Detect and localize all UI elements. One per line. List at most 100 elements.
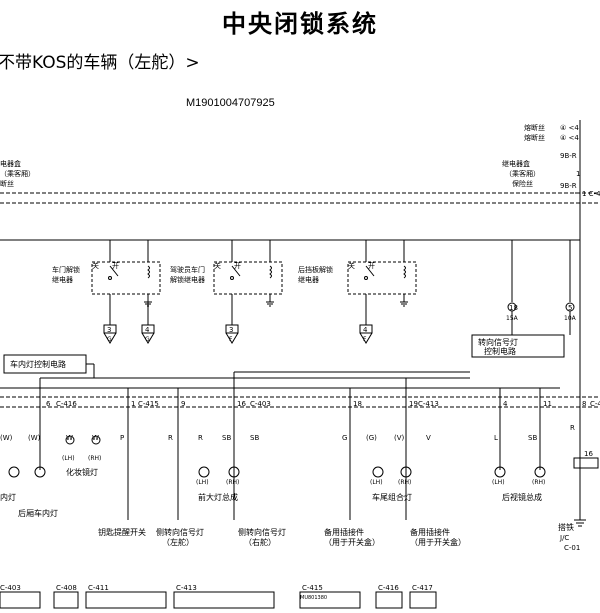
- pin-n19: 19: [409, 400, 418, 408]
- turn-rh-line1: 侧转向信号灯: [238, 527, 286, 537]
- wire-w3: W: [66, 434, 73, 442]
- pin-n16b: 16: [584, 450, 593, 458]
- side-lh1: (LH): [62, 455, 75, 462]
- side-lh2: (LH): [196, 479, 209, 486]
- wire-g2: (G): [366, 434, 377, 442]
- pin-n16: 16: [237, 400, 246, 408]
- wire-sb3: SB: [528, 434, 537, 442]
- wire-sb1: SB: [222, 434, 231, 442]
- switch-off-3: 关: [348, 261, 355, 270]
- wire-sb2: SB: [250, 434, 259, 442]
- relay-door-unlock-box: [91, 261, 161, 295]
- pin-letter-g2: G: [145, 336, 150, 343]
- wire-w1: (W): [0, 434, 13, 442]
- wire-w2: (W): [28, 434, 41, 442]
- spare2-line2: （用于开关盒）: [410, 537, 466, 547]
- turn-signal-line2: 控制电路: [484, 346, 516, 356]
- switch-on-1: 开: [112, 262, 119, 270]
- relay-door-unlock-line1: 车门解锁: [52, 265, 80, 274]
- switch-on-3: 开: [368, 262, 375, 270]
- pin-letter-g3: F: [229, 336, 233, 343]
- lamp-room: 内灯: [0, 492, 16, 502]
- bottom-conn-6: C-417: [412, 584, 433, 592]
- fuse-num-2: ④ <4: [560, 134, 579, 142]
- pin-n18: 18: [353, 400, 362, 408]
- side-lh4: (LH): [492, 479, 505, 486]
- turn-signal-control-box: [471, 334, 565, 358]
- pin-n9: 9: [181, 400, 185, 408]
- relay-box-right-line2: （乘客厢）: [505, 169, 540, 178]
- pin-n4: 4: [503, 400, 508, 408]
- pin-4a: 4: [145, 326, 150, 334]
- turn-rh-line2: （右舵）: [244, 537, 276, 547]
- turn-signal-line1: 转向信号灯: [478, 337, 518, 347]
- c01-label: C-01: [564, 544, 580, 552]
- bottom-c415-sub: MU801380: [300, 595, 327, 601]
- spare2-line1: 备用插接件: [410, 527, 450, 537]
- fuse-18-amp: 15A: [506, 315, 519, 322]
- bottom-conn-4: C-415: [302, 584, 323, 592]
- spare1-line1: 备用插接件: [324, 527, 364, 537]
- wire-p: P: [120, 434, 124, 442]
- turn-lh-line2: （左舵）: [162, 537, 194, 547]
- wire-r1: R: [168, 434, 173, 442]
- bottom-conn-2: C-411: [88, 584, 109, 592]
- pin-n6: 6: [46, 400, 51, 408]
- wire-9br-top: 9B-R: [560, 152, 577, 160]
- relay-driver-door-line1: 驾驶员车门: [170, 265, 205, 274]
- lamp-headlamp: 前大灯总成: [198, 492, 238, 502]
- connector-c413: C-413: [418, 400, 439, 408]
- switch-off-2: 关: [214, 261, 221, 270]
- lamp-cargo: 后厢车内灯: [18, 508, 58, 518]
- pin-3a: 3: [107, 326, 111, 334]
- wire-v2: V: [426, 434, 431, 442]
- fuse-5: 5: [568, 304, 572, 312]
- relay-box-right-line1: 继电器盒: [502, 159, 530, 168]
- side-lh3: (LH): [370, 479, 383, 486]
- fuse-label-2: 熔断丝: [524, 133, 545, 142]
- relay-door-unlock-line2: 继电器: [52, 275, 73, 284]
- relay-tailgate-line1: 后挡板解锁: [298, 265, 333, 274]
- wire-r2: R: [198, 434, 203, 442]
- connector-c415: C-415: [138, 400, 159, 408]
- side-rh4: (RH): [532, 479, 545, 486]
- wire-g: G: [342, 434, 347, 442]
- relay-tailgate-line2: 继电器: [298, 275, 319, 284]
- relay-tailgate-box: [347, 261, 417, 295]
- relay-box-left-line2: （乘客厢）: [0, 169, 35, 178]
- jc-label: J/C: [559, 534, 569, 542]
- wire-v1: (V): [394, 434, 405, 442]
- document-id: M1901004707925: [186, 97, 275, 109]
- pin-n8: 8: [582, 400, 586, 408]
- connector-c4-top: 1 C-4: [582, 190, 600, 198]
- bottom-conn-3: C-413: [176, 584, 197, 592]
- switch-off-1: 关: [92, 261, 99, 270]
- side-rh2: (RH): [226, 479, 239, 486]
- bottom-conn-5: C-416: [378, 584, 399, 592]
- relay-driver-door-box: [213, 261, 283, 295]
- bottom-conn-1: C-408: [56, 584, 77, 592]
- wire-w4: W: [92, 434, 99, 442]
- side-rh1: (RH): [88, 455, 101, 462]
- pin-3b: 3: [229, 326, 233, 334]
- lamp-rear-combo: 车尾组合灯: [372, 492, 412, 502]
- key-reminder-switch: 钥匙提醒开关: [98, 527, 146, 537]
- connector-c416: C-416: [56, 400, 77, 408]
- ground-label: 搭铁: [558, 522, 574, 532]
- diagram-subtitle: 不带KOS的车辆（左舵）>: [0, 53, 200, 73]
- wire-r3: R: [570, 424, 575, 432]
- connector-c401: C-4: [590, 400, 600, 408]
- spare1-line2: （用于开关盒）: [324, 537, 380, 547]
- relay-box-left-line3: 断丝: [0, 179, 14, 188]
- relay-box-right-fuse: 1: [576, 170, 580, 178]
- pin-letter-g4: F: [363, 336, 367, 343]
- diagram-title: 中央闭锁系统: [222, 10, 378, 38]
- bottom-conn-0: C-403: [0, 584, 21, 592]
- fuse-num-1: ④ <4: [560, 124, 579, 132]
- lamp-vanity: 化妆镜灯: [66, 467, 98, 477]
- pin-n1: 1: [131, 400, 135, 408]
- connector-c403: C-403: [250, 400, 271, 408]
- pin-4b: 4: [363, 326, 368, 334]
- pin-letter-g1: G: [107, 336, 112, 343]
